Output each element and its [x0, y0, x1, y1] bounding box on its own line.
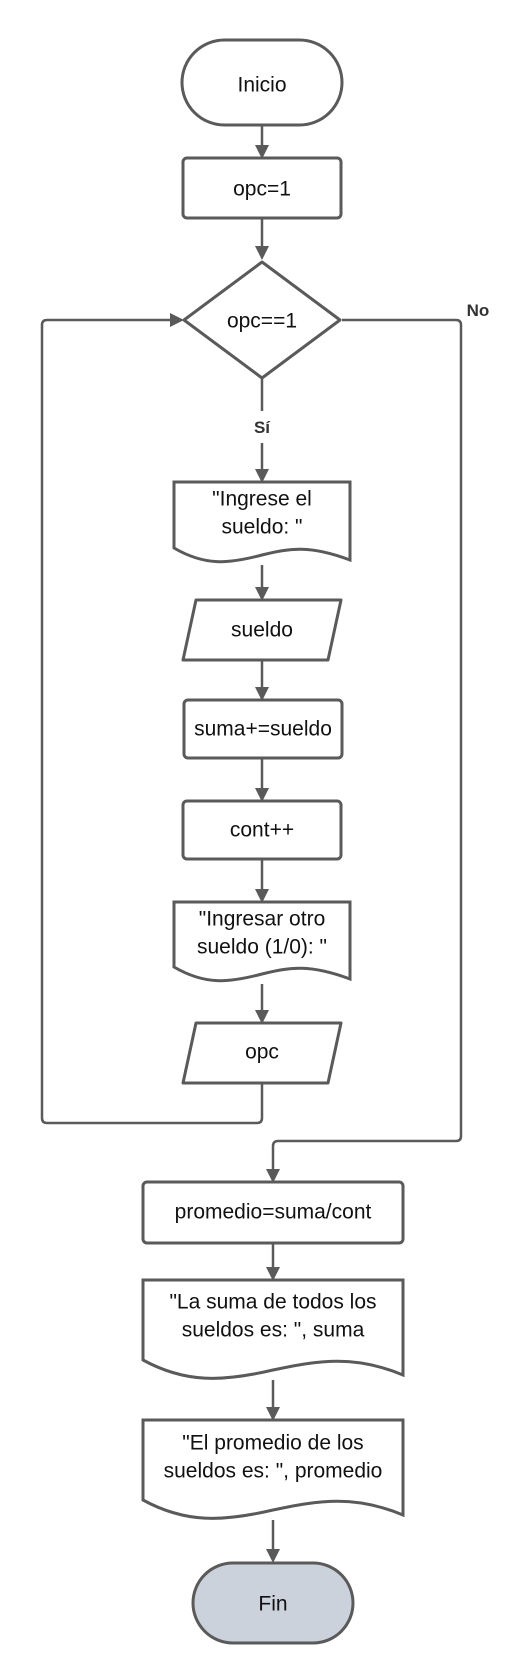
output-promedio-line1: "El promedio de los — [182, 1432, 363, 1455]
prompt-sueldo-document: "Ingrese el sueldo: " — [172, 480, 352, 564]
average-label: promedio=suma/cont — [175, 1201, 372, 1224]
init-label: opc=1 — [233, 178, 291, 201]
decision-node: opc==1 — [182, 260, 342, 380]
average-process: promedio=suma/cont — [141, 1180, 405, 1245]
input-opc-label: opc — [245, 1041, 279, 1064]
yes-label: Sí — [254, 418, 271, 437]
edge-decision-no — [266, 318, 463, 1183]
count-process: cont++ — [181, 799, 343, 861]
input-opc-data: opc — [181, 1021, 343, 1085]
prompt-sueldo-line1: "Ingrese el — [212, 488, 312, 511]
connectors — [40, 125, 463, 1563]
prompt-otro-document: "Ingresar otro sueldo (1/0): " — [172, 900, 352, 983]
init-process: opc=1 — [181, 156, 343, 220]
output-promedio-line2: sueldos es: ", promedio — [164, 1460, 383, 1483]
output-promedio-document: "El promedio de los sueldos es: ", prome… — [141, 1418, 405, 1520]
output-suma-line2: sueldos es: ", suma — [182, 1319, 365, 1342]
count-label: cont++ — [230, 819, 294, 842]
start-node: Inicio — [180, 38, 344, 127]
start-label: Inicio — [237, 74, 286, 97]
prompt-otro-line2: sueldo (1/0): " — [197, 936, 327, 959]
sum-label: suma+=sueldo — [194, 718, 332, 741]
no-label: No — [467, 301, 490, 320]
prompt-otro-line1: "Ingresar otro — [199, 908, 326, 931]
end-node: Fin — [191, 1561, 355, 1645]
decision-label: opc==1 — [227, 310, 297, 333]
sum-process: suma+=sueldo — [182, 698, 344, 760]
end-label: Fin — [258, 1593, 287, 1616]
input-sueldo-label: sueldo — [231, 619, 293, 642]
edge-loop-back — [40, 313, 264, 1125]
input-sueldo-data: sueldo — [181, 598, 343, 662]
output-suma-line1: "La suma de todos los — [169, 1291, 376, 1314]
output-suma-document: "La suma de todos los sueldos es: ", sum… — [141, 1278, 405, 1380]
prompt-sueldo-line2: sueldo: " — [221, 516, 302, 539]
